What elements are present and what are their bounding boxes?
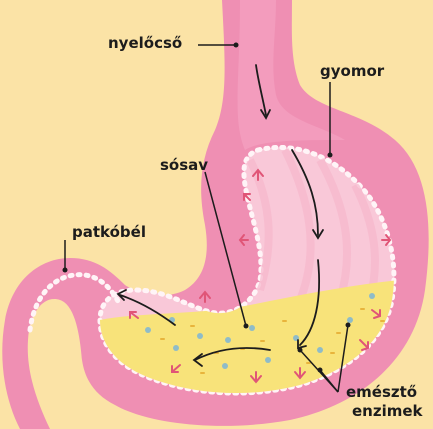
esophagus-label: nyelőcső <box>108 36 182 51</box>
stomach-label: gyomor <box>320 64 384 79</box>
duodenum-label: patkóbél <box>72 225 146 240</box>
enzymes-label-line1: emésztő <box>346 385 417 400</box>
enzymes-label-line2: enzimek <box>352 404 423 419</box>
acid-label: sósav <box>160 158 208 173</box>
